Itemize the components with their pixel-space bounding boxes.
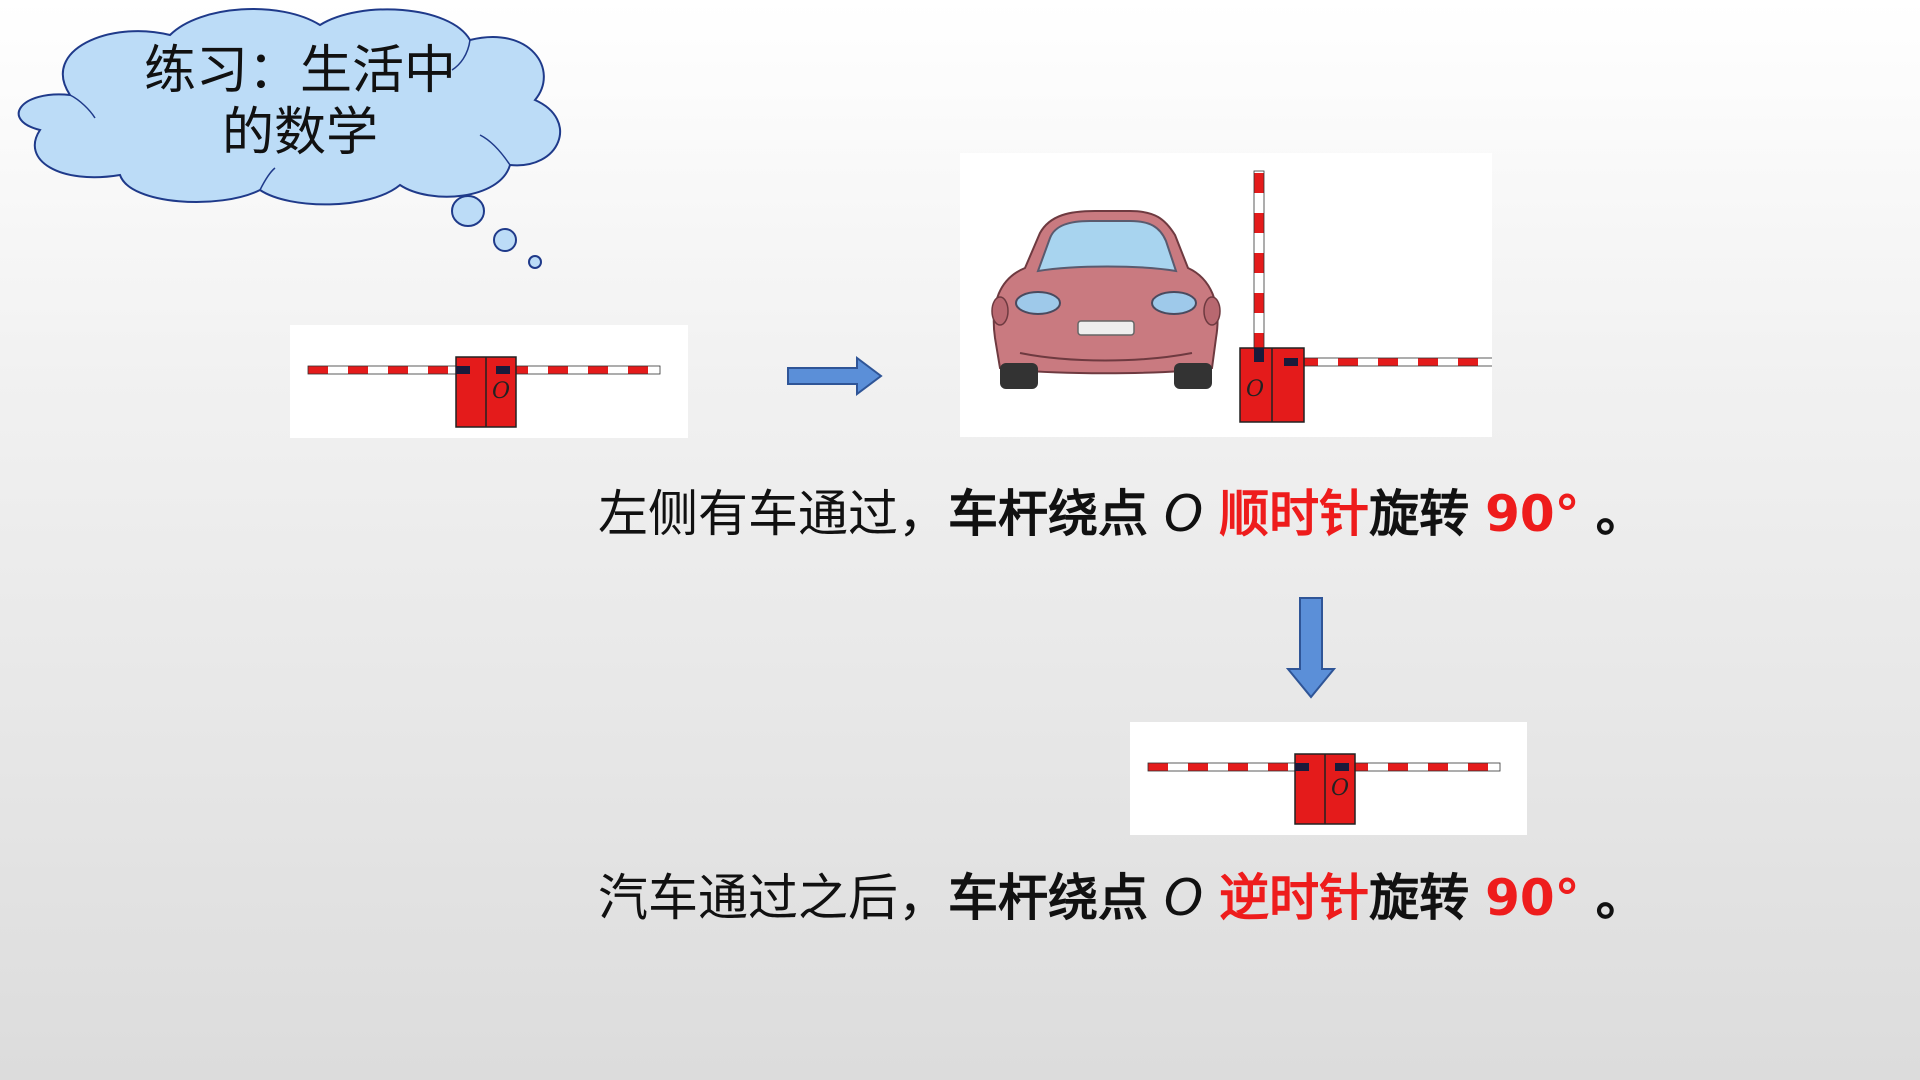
sentence1-direction: 顺时针: [1219, 485, 1370, 543]
cloud-title-line1: 练习：生活中: [143, 41, 456, 101]
right-arrow-icon: [787, 356, 883, 396]
barrier-gate-icon: O: [1147, 753, 1501, 825]
barrier-panel-initial: O: [290, 325, 688, 438]
sentence1-angle: 90°: [1485, 485, 1580, 543]
sentence2-point: O: [1163, 869, 1204, 927]
raised-barrier-icon: O: [1239, 170, 1637, 423]
car-barrier-panel: O: [960, 153, 1637, 437]
sentence1-bold2: 旋转: [1369, 485, 1470, 543]
car-icon: [991, 210, 1221, 389]
sentence2-lead: 汽车通过之后，: [598, 869, 948, 927]
barrier-panel-final: O: [1130, 722, 1527, 835]
sentence2-end: 。: [1595, 869, 1646, 927]
pivot-o-label: O: [1331, 776, 1349, 801]
sentence2-angle: 90°: [1485, 869, 1580, 927]
sentence2-bold1: 车杆绕点: [948, 869, 1148, 927]
sentence1-end: 。: [1595, 485, 1646, 543]
sentence1-bold1: 车杆绕点: [948, 485, 1148, 543]
pivot-o-label: O: [492, 379, 510, 404]
pivot-o-label: O: [1246, 377, 1264, 402]
sentence-counterclockwise: 汽车通过之后，车杆绕点 O 逆时针旋转 90° 。: [598, 868, 1646, 928]
sentence2-bold2: 旋转: [1369, 869, 1470, 927]
cloud-title-line2: 的数学: [221, 103, 378, 163]
sentence2-direction: 逆时针: [1219, 869, 1370, 927]
sentence1-lead: 左侧有车通过，: [598, 485, 948, 543]
down-arrow-icon: [1285, 597, 1337, 699]
sentence-clockwise: 左侧有车通过，车杆绕点 O 顺时针旋转 90° 。: [598, 484, 1646, 544]
barrier-gate-icon: O: [307, 356, 661, 428]
cloud-title: 练习：生活中 的数学: [105, 40, 495, 164]
sentence1-point: O: [1163, 485, 1204, 543]
thought-cloud-icon: [17, 7, 562, 269]
